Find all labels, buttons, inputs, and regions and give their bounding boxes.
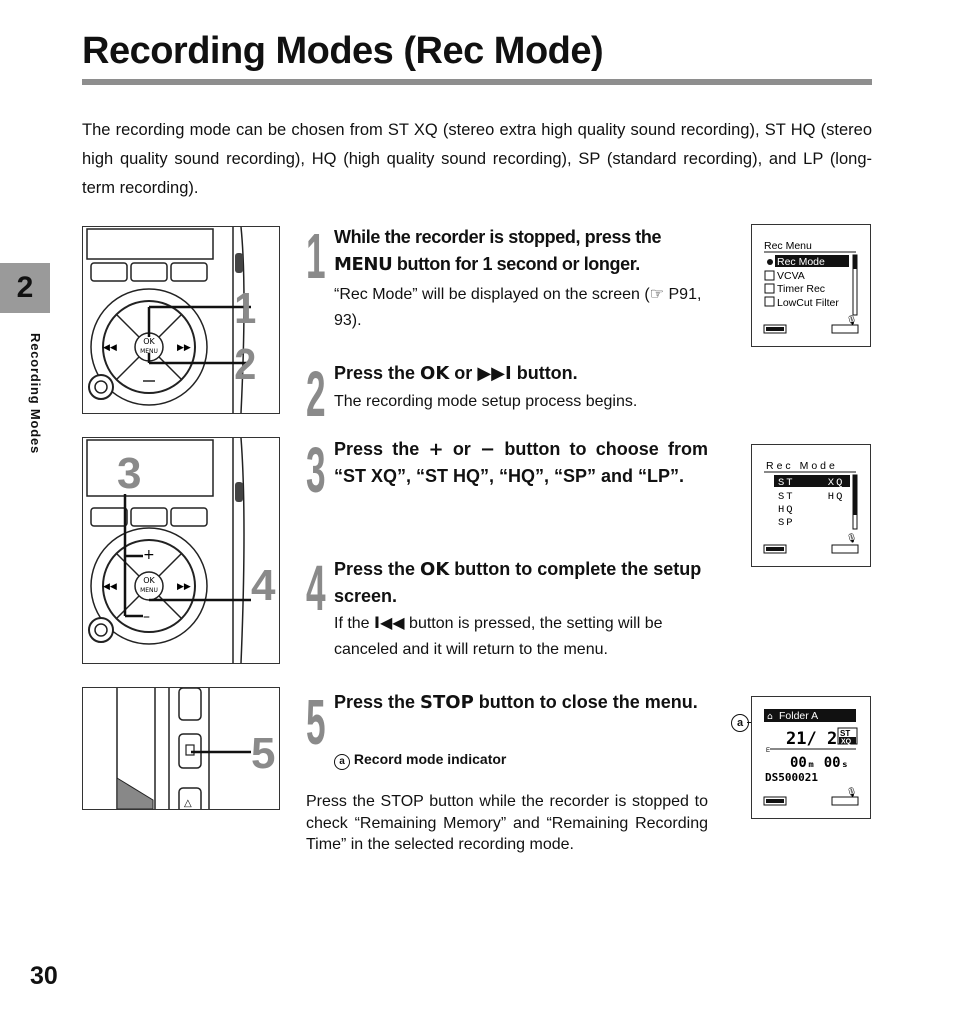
rec-mode-title: Rec Mode [766,460,838,472]
chapter-number: 2 [16,271,34,304]
step-1-number: 1 [306,220,326,292]
step-5-heading: Press the STOP button to close the menu. [334,692,698,713]
svg-text:◀◀: ◀◀ [103,582,117,592]
step-1-body: “Rec Mode” will be displayed on the scre… [334,286,702,329]
page-title: Recording Modes (Rec Mode) [82,30,604,72]
recorder-illustration-2: OK MENU + – ◀◀ ▶▶ 3 4 [86,438,276,663]
option-hq: HQ [778,504,795,516]
rec-menu-item-vcva: VCVA [777,270,805,282]
svg-text:⌂: ⌂ [767,712,773,722]
folder-display: ⌂ Folder A 21/ 21 ST XQ E 00ₘ 00ₛ DS5000… [763,709,859,806]
rec-mode-screen: Rec Mode ST XQ ST HQ HQ SP 🎙 [751,444,871,567]
title-rule [82,79,872,85]
step-3-number: 3 [306,434,326,506]
record-mode-note: a Record mode indicator [334,751,506,770]
recording-time: 00ₘ 00ₛ [790,755,849,771]
mode-indicator-top: ST [840,729,850,738]
svg-text:△: △ [184,798,192,809]
recorder-figure-1: OK MENU ◀◀ ▶▶ 1 2 [82,226,280,414]
recorder-illustration-3: △ 5 [116,688,275,809]
ff-button-label: ▶▶I [477,363,512,384]
plus-button-label: + [428,439,444,460]
svg-text:+: + [143,547,155,563]
ok-key-label: OK [143,337,155,346]
step-1-heading: While the recorder is stopped, press the… [334,227,662,275]
step-4-heading: Press the OK button to complete the setu… [334,559,702,606]
recorder-figure-3: △ 5 [82,687,280,810]
recorder-illustration-1: OK MENU ◀◀ ▶▶ 1 2 [86,227,256,413]
rec-menu-screen: Rec Menu Rec Mode VCVA Timer Rec LowCut … [751,224,871,347]
option-sp: SP [778,517,795,529]
mode-indicator-bottom: XQ [841,739,852,746]
option-st-xq: ST XQ [778,477,844,489]
svg-text:▶▶: ▶▶ [177,343,191,353]
page-number: 30 [30,962,58,990]
rec-menu-display: Rec Menu Rec Mode VCVA Timer Rec LowCut … [763,240,859,334]
callout-a: a [731,714,749,732]
rec-menu-item-timer-rec: Timer Rec [777,283,825,295]
chapter-side-label: Recording Modes [28,333,43,455]
callout-5: 5 [251,729,275,778]
callout-1: 1 [234,283,256,332]
callout-4: 4 [251,561,276,610]
menu-key-label-2: MENU [140,587,158,594]
minus-button-label: − [480,439,496,460]
folder-screen: ⌂ Folder A 21/ 21 ST XQ E 00ₘ 00ₛ DS5000… [751,696,871,819]
rec-menu-title: Rec Menu [764,240,812,252]
step-3-heading: Press the + or − button to choose from “… [334,439,709,486]
file-name: DS500021 [765,771,818,784]
step-4-body: If the I◀◀ button is pressed, the settin… [334,613,663,658]
ok-button-label-2: OK [420,559,450,580]
menu-button-label: MENU [334,254,393,275]
recorder-figure-2: OK MENU + – ◀◀ ▶▶ 3 4 [82,437,280,664]
rec-mode-display: Rec Mode ST XQ ST HQ HQ SP 🎙 [763,460,859,554]
option-st-hq: ST HQ [778,491,844,503]
step-2-body: The recording mode setup process begins. [334,393,638,410]
callout-2: 2 [234,339,256,388]
stop-button-label: STOP [420,692,474,713]
ok-key-label-2: OK [143,576,155,585]
step-5-body: Press the STOP button while the recorder… [306,793,708,853]
svg-text:–: – [143,609,150,625]
step-5-number: 5 [306,686,326,758]
rec-menu-item-rec-mode: Rec Mode [777,256,825,268]
file-counter: 21/ 21 [786,729,847,749]
svg-text:◀◀: ◀◀ [103,343,117,353]
chapter-tab: 2 [0,263,50,313]
step-2-heading: Press the OK or ▶▶I button. [334,363,578,384]
svg-text:🎙: 🎙 [846,315,857,326]
menu-key-label: MENU [140,348,158,355]
callout-3: 3 [117,449,141,498]
intro-paragraph: The recording mode can be chosen from ST… [82,121,872,197]
ok-button-label: OK [420,363,450,384]
svg-text:▶▶: ▶▶ [177,582,191,592]
step-2-number: 2 [306,358,326,430]
note-marker: a [334,754,350,770]
rec-menu-item-lowcut: LowCut Filter [777,297,839,309]
rew-button-label: I◀◀ [374,613,405,632]
step-4-number: 4 [306,552,326,624]
folder-name: Folder A [779,710,818,722]
svg-text:🎙: 🎙 [846,787,857,798]
svg-text:🎙: 🎙 [846,533,857,544]
svg-text:E: E [766,748,770,754]
